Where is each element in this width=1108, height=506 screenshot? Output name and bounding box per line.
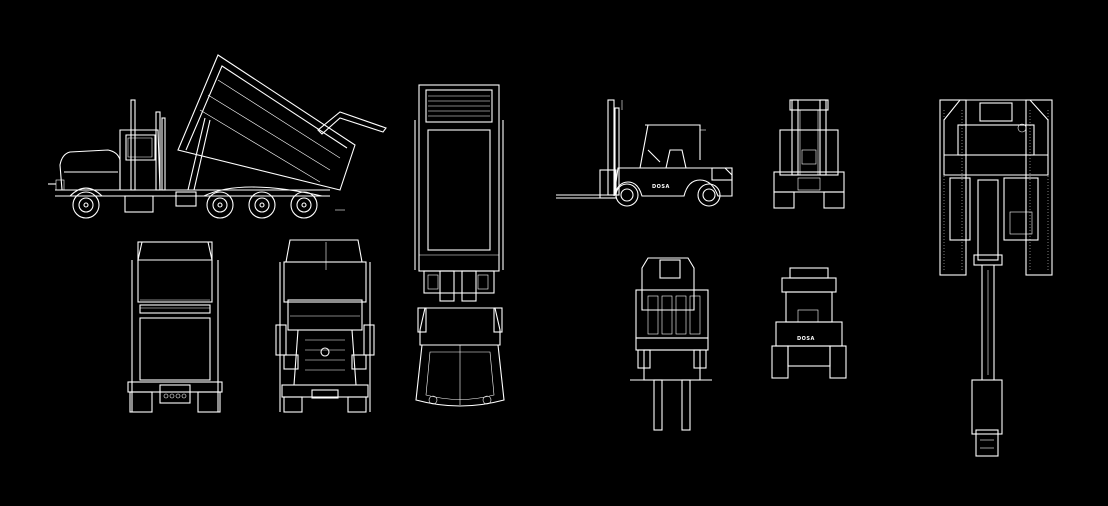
forklift-side-badge: DOSA (652, 184, 670, 190)
forklift-top-view (630, 257, 712, 431)
excavator-top-view (939, 99, 1053, 457)
forklift-side-view: DOSA (556, 99, 733, 207)
dump-truck-front-view (275, 239, 375, 413)
forklift-rear-view: DOSA (771, 267, 847, 379)
dump-truck-top-view (414, 84, 505, 407)
dump-truck-side-view (48, 54, 387, 219)
forklift-front-view (773, 99, 845, 209)
forklift-rear-badge: DOSA (797, 336, 815, 342)
dump-truck-rear-view (127, 241, 223, 413)
